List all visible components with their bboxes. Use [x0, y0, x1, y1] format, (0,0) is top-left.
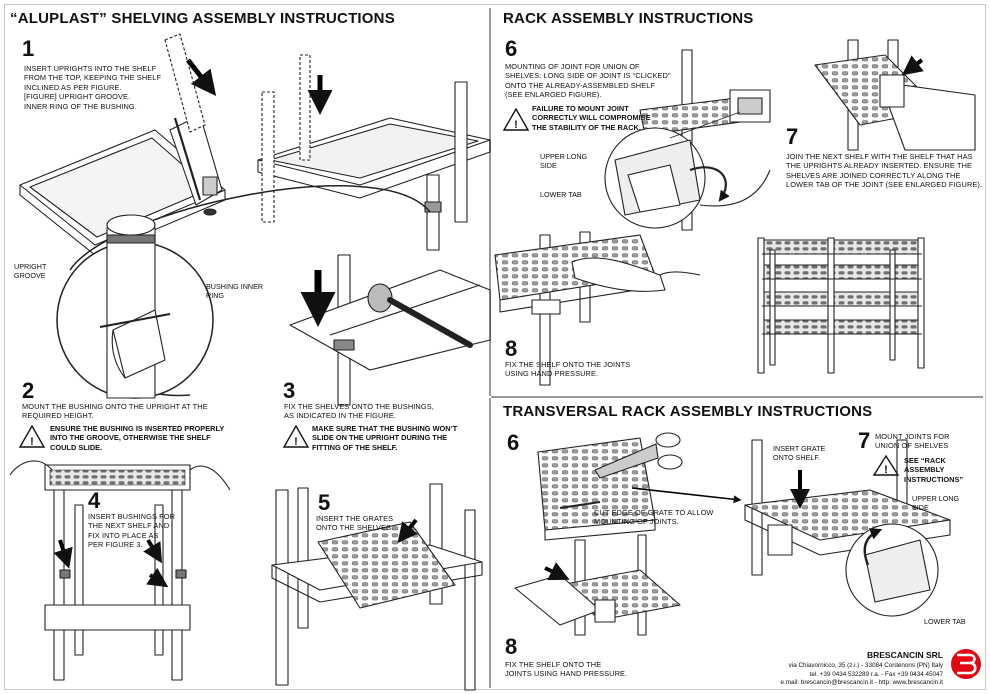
step-number: 6 [505, 36, 518, 61]
upper-long-side-label: UPPER LONG SIDE [912, 494, 960, 512]
step4-figure [9, 460, 231, 681]
rack-step8-figure [494, 231, 701, 386]
svg-text:!: ! [30, 436, 34, 448]
step-text: MOUNT THE BUSHING ONTO THE UPRIGHT AT TH… [22, 402, 208, 421]
step-text: INSERT UPRIGHTS INTO THE SHELF FROM THE … [24, 64, 162, 111]
step-number: 7 [858, 428, 871, 453]
step-number: 5 [318, 490, 331, 515]
insert-grate-label: INSERT GRATE ONTO SHELF. [773, 444, 826, 462]
lower-tab-label: LOWER TAB [924, 617, 966, 626]
step1-figure [19, 33, 226, 256]
step-number: 3 [283, 378, 296, 403]
step-text: CUT EDGE OF GRATE TO ALLOW MOUNTING OF J… [594, 508, 714, 527]
step-number: 7 [786, 124, 799, 149]
step-text: INSERT BUSHINGS FOR THE NEXT SHELF AND F… [88, 512, 176, 550]
step-number: 1 [22, 36, 35, 61]
step-text: MOUNT JOINTS FOR UNION OF SHELVES [875, 432, 950, 451]
step1-frame-figure [257, 54, 491, 251]
warning-text: ENSURE THE BUSHING IS INSERTED PROPERLY … [50, 424, 225, 452]
svg-text:!: ! [884, 464, 888, 476]
svg-text:!: ! [294, 436, 298, 448]
company-address: via Chiavornicco, 35 (z.i.) - 33084 Cord… [781, 662, 943, 688]
phone-line: tel. +39 0434 532289 r.a. - Fax +39 0434… [809, 670, 943, 678]
warning-icons [18, 107, 900, 476]
step-text: FIX THE SHELF ONTO THE JOINTS USING HAND… [505, 660, 628, 679]
step-number: 8 [505, 634, 518, 659]
step-text: JOIN THE NEXT SHELF WITH THE SHELF THAT … [786, 152, 983, 190]
rack-step7-figure [814, 39, 976, 151]
warning-text: SEE “RACK ASSEMBLY INSTRUCTIONS” [904, 456, 964, 484]
bushing-ring-label: BUSHING INNER RING [206, 282, 264, 300]
contact-line: e.mail: brescancin@brescancin.it - http:… [780, 679, 943, 686]
magnified-detail [56, 185, 431, 399]
section-divider [491, 396, 983, 398]
lower-tab-label: LOWER TAB [540, 190, 582, 199]
transversal-step7-figure [744, 439, 951, 617]
step-number: 2 [22, 378, 35, 403]
company-name: BRESCANCIN srl [866, 650, 943, 660]
transversal-title: TRANSVERSAL RACK ASSEMBLY INSTRUCTIONS [503, 403, 873, 420]
step-number: 6 [507, 430, 520, 455]
brescancin-logo [951, 649, 981, 679]
upright-groove-label: UPRIGHT GROOVE [14, 262, 47, 280]
step-text: MOUNTING OF JOINT FOR UNION OF SHELVES: … [505, 62, 671, 100]
upper-long-side-label: UPPER LONG SIDE [540, 152, 588, 170]
column-divider-lower [489, 398, 491, 688]
svg-text:!: ! [514, 119, 518, 131]
column-divider [489, 8, 491, 396]
step5-figure [271, 483, 483, 691]
page-frame [4, 4, 986, 690]
warning-text: MAKE SURE THAT THE BUSHING WON’T SLIDE O… [312, 424, 458, 452]
transversal-step6-figure [537, 432, 742, 541]
step-number: 4 [88, 488, 101, 513]
step-number: 8 [505, 336, 518, 361]
step-text: FIX THE SHELVES ONTO THE BUSHINGS, AS IN… [284, 402, 434, 421]
transversal-step8-figure [514, 534, 681, 636]
address-line: via Chiavornicco, 35 (z.i.) - 33084 Cord… [788, 662, 943, 669]
page-title: “ALUPLAST” SHELVING ASSEMBLY INSTRUCTION… [10, 10, 395, 27]
step-text: INSERT THE GRATES ONTO THE SHELVES. [316, 514, 394, 533]
rack-title: RACK ASSEMBLY INSTRUCTIONS [503, 10, 754, 27]
rack-step6-figure [604, 49, 771, 231]
warning-text: FAILURE TO MOUNT JOINT CORRECTLY WILL CO… [532, 104, 651, 132]
assembled-rack-figure [757, 237, 925, 374]
step-text: FIX THE SHELF ONTO THE JOINTS USING HAND… [505, 360, 631, 379]
step3-figure [289, 254, 491, 406]
